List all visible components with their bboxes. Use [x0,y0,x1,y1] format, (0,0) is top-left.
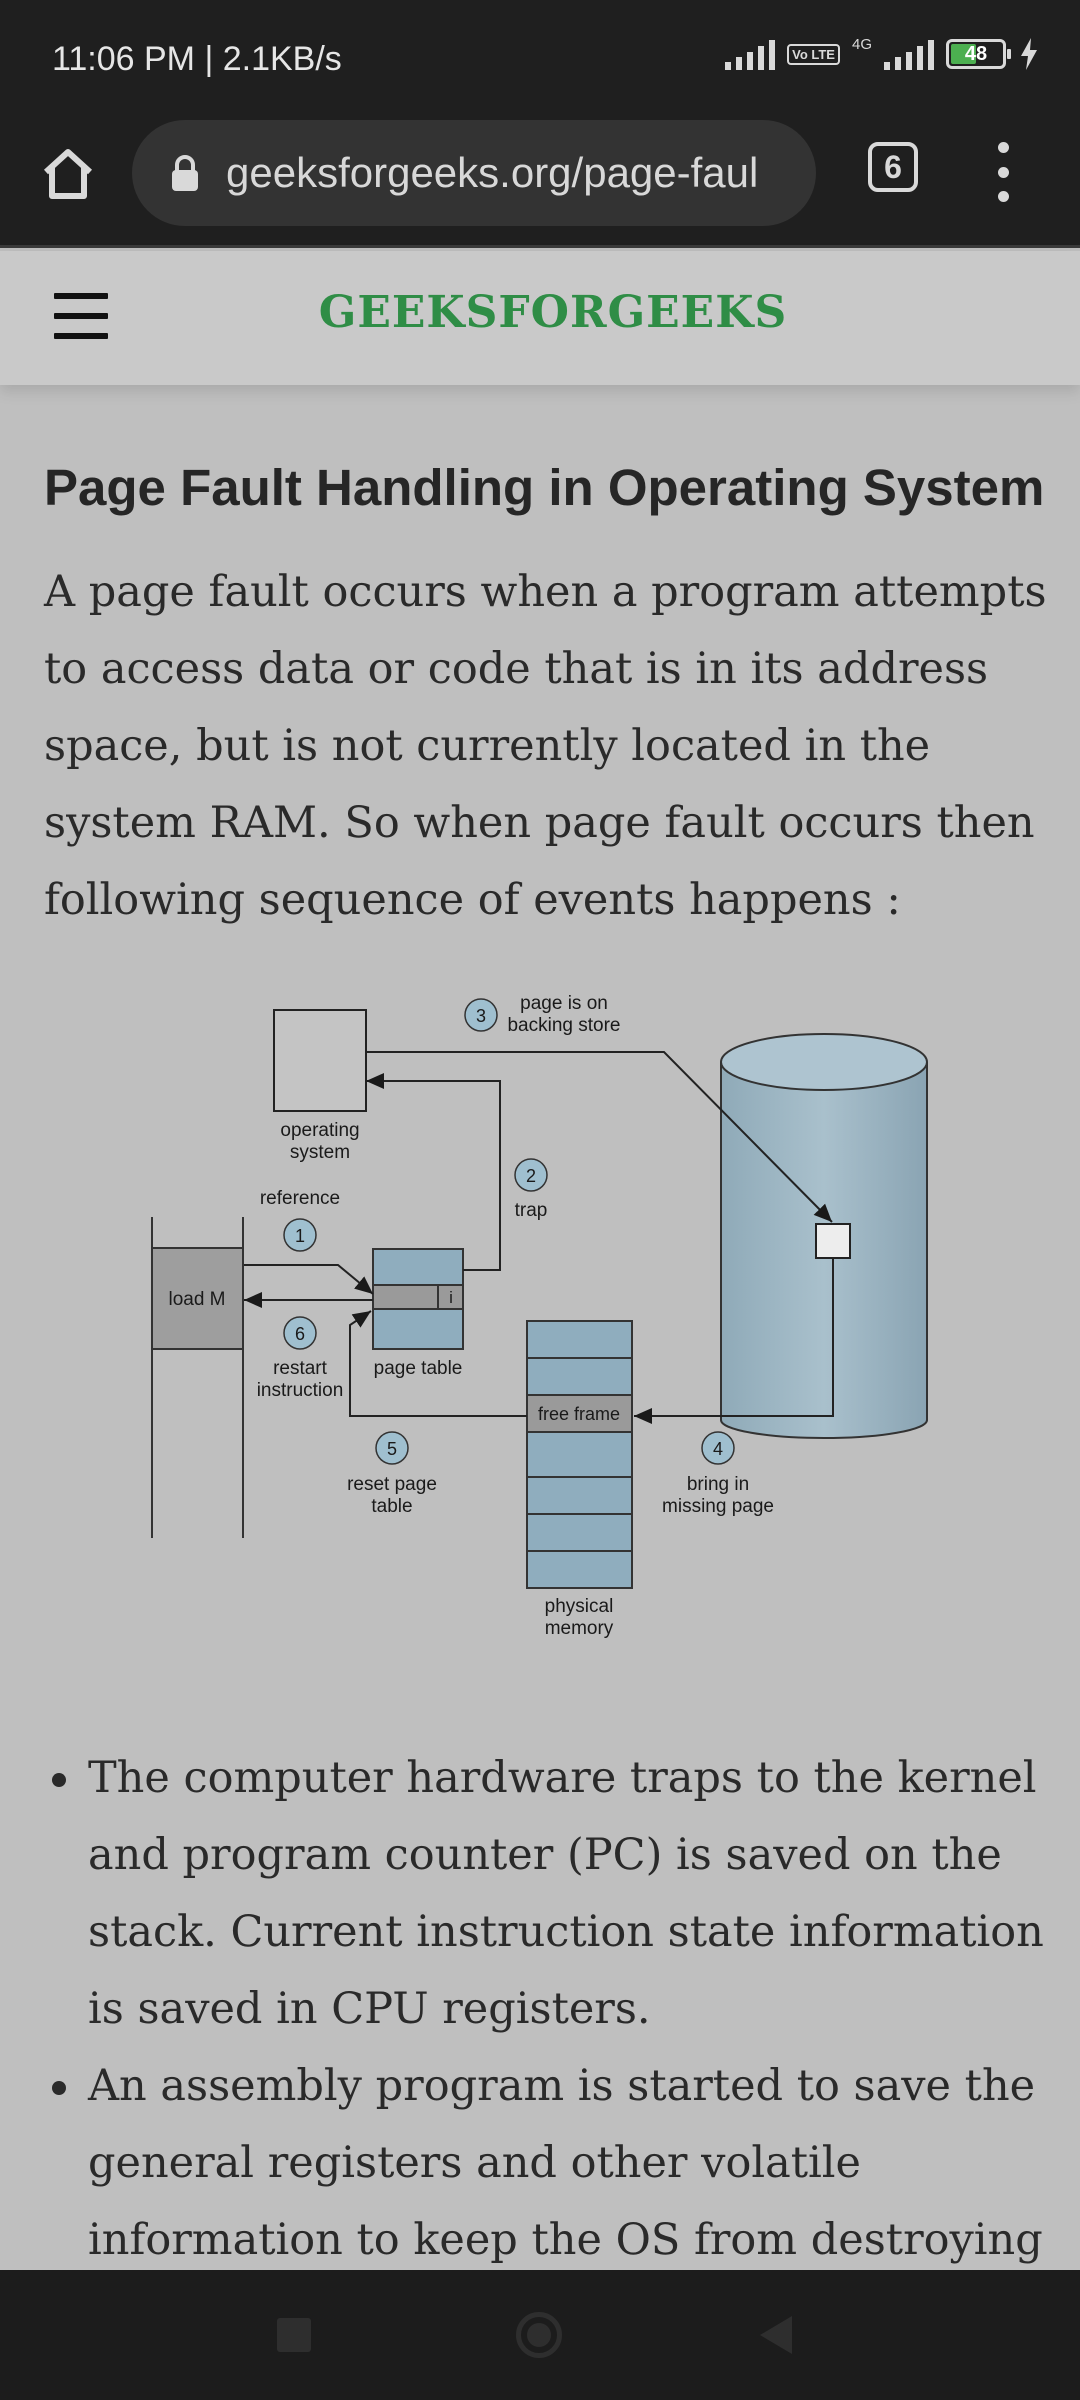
bullet-icon [52,1773,66,1787]
system-nav-bar [0,2270,1080,2400]
home-button[interactable] [516,2312,562,2358]
bring-in-label: bring in [687,1474,749,1495]
list-item-text: An assembly program is started to save t… [88,2061,1043,2265]
reference-label: reference [260,1188,340,1209]
step-5-number: 5 [387,1439,397,1459]
step-4-number: 4 [713,1439,723,1459]
step-5-badge [375,1431,409,1465]
page-on-backing-store-label: page is on [520,993,608,1014]
back-button[interactable] [760,2316,792,2354]
restart-label: restart [273,1358,328,1379]
home-icon[interactable] [38,144,98,204]
load-m-label: load M [168,1289,225,1310]
load-m-box [151,1247,244,1350]
physical-memory-box [526,1320,633,1589]
backing-store-arrow [366,1051,833,1223]
restart-label-2: instruction [257,1380,344,1401]
physical-memory-label: physical [545,1596,614,1617]
steps-list: The computer hardware traps to the kerne… [44,1740,1064,2279]
step-6-badge [283,1316,317,1350]
step-2-badge [514,1158,548,1192]
status-time: 11:06 PM | 2.1KB/s [52,40,342,78]
list-item: An assembly program is started to save t… [44,2048,1064,2279]
step-2-number: 2 [526,1166,536,1186]
battery-level: 48 [964,42,988,65]
site-header: GEEKSFORGEEKS [0,251,1080,385]
trap-label: trap [515,1200,548,1221]
url-text: geeksforgeeks.org/page-faul [226,149,759,196]
backing-store-page [815,1223,851,1259]
reset-page-table-label: reset page [347,1474,437,1495]
article-title: Page Fault Handling in Operating System [44,459,1045,516]
page-table-label: page table [374,1358,463,1379]
reference-arrow [244,1264,374,1295]
browser-toolbar: geeksforgeeks.org/page-faul 6 [0,120,1080,248]
browser-menu-button[interactable] [992,142,1014,202]
site-logo[interactable]: GEEKSFORGEEKS [318,287,788,338]
physical-memory-label-2: memory [545,1618,614,1639]
tab-switcher-button[interactable]: 6 [868,142,918,192]
list-item: The computer hardware traps to the kerne… [44,1740,1064,2048]
reset-arrow [349,1310,527,1417]
bring-in-label-2: missing page [662,1496,774,1517]
status-icons: Vo LTE 4G 48 [725,36,1040,72]
step-1-number: 1 [295,1226,305,1246]
step-1-badge [283,1218,317,1252]
page-fault-diagram: operating system load M reference i page… [151,993,928,1639]
operating-system-label: operating [280,1120,359,1141]
bullet-icon [52,2081,66,2095]
list-item-text: The computer hardware traps to the kerne… [88,1753,1044,2034]
article-intro: A page fault occurs when a program attem… [44,567,1047,925]
trap-arrow [366,1073,501,1271]
operating-system-label-2: system [290,1142,350,1163]
step-3-badge [464,998,498,1032]
operating-system-box [273,1009,367,1112]
lock-icon [172,155,198,191]
step-3-number: 3 [476,1006,486,1026]
page-table-bit: i [449,1288,453,1307]
step-6-number: 6 [295,1324,305,1344]
volte-icon: Vo LTE [787,43,840,65]
page-table-entry [372,1284,464,1310]
signal-icon-2 [884,38,934,70]
free-frame-label: free frame [538,1404,620,1424]
battery-icon: 48 [946,39,1011,69]
bring-in-arrow [634,1258,834,1424]
charging-icon [1021,38,1037,70]
address-bar[interactable]: geeksforgeeks.org/page-faul [132,120,816,226]
network-type-label: 4G [851,35,872,53]
page-on-backing-store-label-2: backing store [507,1015,620,1036]
step-4-badge [701,1431,735,1465]
hamburger-menu-icon[interactable] [54,293,108,339]
status-bar: 11:06 PM | 2.1KB/s Vo LTE 4G 48 [0,0,1080,120]
signal-icon [725,38,776,70]
reset-page-table-label-2: table [371,1496,412,1517]
free-frame-box [526,1394,633,1433]
recent-apps-button[interactable] [277,2318,311,2352]
